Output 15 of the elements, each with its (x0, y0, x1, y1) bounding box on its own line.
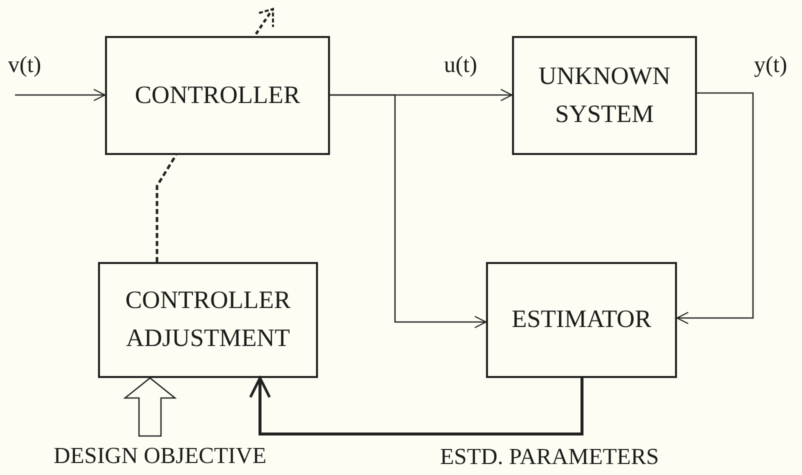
process-box (512, 36, 697, 155)
block-arrow (123, 377, 177, 437)
arrow (676, 92, 754, 324)
process-box (98, 262, 318, 378)
box-label: UNKNOWN SYSTEM (538, 62, 672, 130)
arrow (249, 376, 584, 436)
dashed-connector (156, 154, 178, 262)
input-label: DESIGN OBJECTIVE (54, 442, 266, 470)
arrow (330, 94, 487, 328)
box-label: CONTROLLER (134, 80, 300, 110)
box-label: ESTIMATOR (512, 305, 652, 335)
arrow (15, 88, 106, 102)
process-box (105, 36, 330, 155)
box-label: CONTROLLER ADJUSTMENT (124, 286, 292, 354)
process-box (486, 262, 677, 378)
